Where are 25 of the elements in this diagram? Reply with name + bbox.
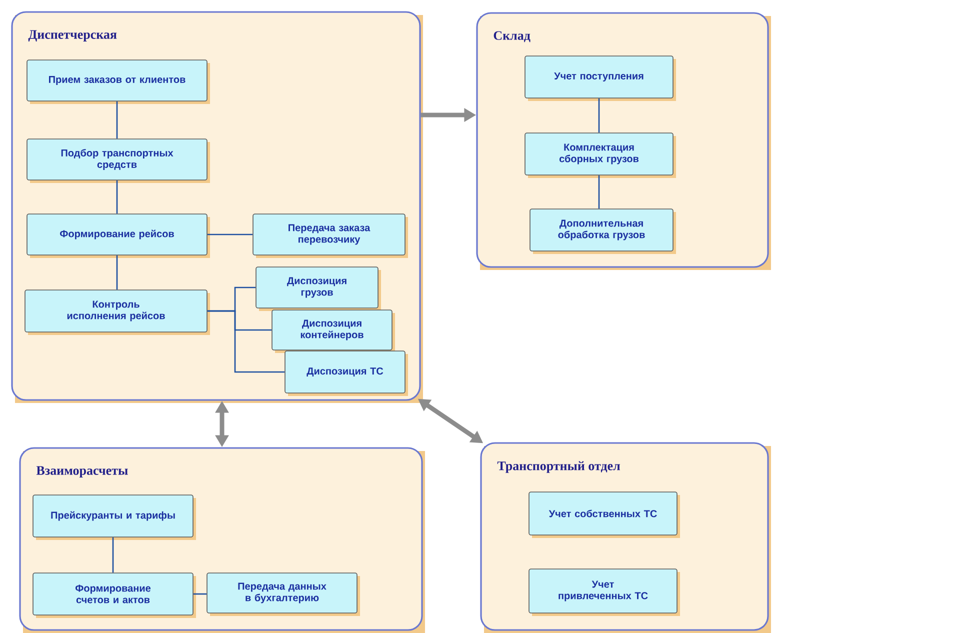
process-box: Дополнительная обработка грузов (530, 208, 676, 254)
connector-line (193, 593, 207, 595)
process-box: Формирование рейсов (26, 214, 210, 258)
process-box: Прейскуранты и тарифы (32, 494, 196, 540)
connector-line (598, 98, 600, 133)
process-box: Контроль исполнения рейсов (24, 290, 210, 335)
process-box: Диспозиция контейнеров (272, 310, 395, 353)
connector-line (207, 234, 253, 236)
connector-line (116, 180, 118, 214)
process-box: Учет собственных ТС (528, 492, 680, 538)
process-box: Прием заказов от клиентов (26, 60, 210, 104)
connector-line (598, 175, 600, 209)
process-box: Диспозиция ТС (284, 350, 408, 396)
process-box: Учет привлеченных ТС (528, 568, 680, 616)
process-box: Передача заказа перевозчику (252, 214, 408, 258)
connector-line (207, 310, 285, 373)
process-box: Подбор транспортных средств (26, 138, 210, 183)
connector-line (116, 101, 118, 139)
connector-line (112, 537, 114, 573)
process-box: Формирование счетов и актов (32, 572, 196, 618)
process-box: Диспозиция грузов (256, 266, 381, 311)
process-box: Учет поступления (524, 56, 676, 101)
process-box: Передача данных в бухгалтерию (206, 572, 360, 616)
connector-line (116, 255, 118, 290)
process-box: Комплектация сборных грузов (524, 132, 676, 178)
